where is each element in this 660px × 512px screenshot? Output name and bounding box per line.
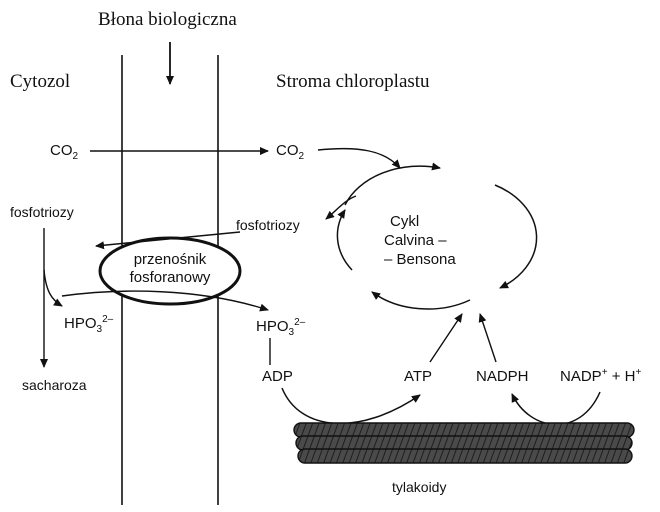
sucrose-label: sacharoza: [22, 377, 87, 393]
nadph-label: NADPH: [476, 368, 529, 385]
transporter-label-line1: przenośnik: [133, 251, 207, 268]
nadp-label: NADP+ + H+: [560, 367, 642, 385]
phosphate-import-arrow: [61, 290, 269, 312]
cycle-label-line1: Cykl: [390, 213, 420, 230]
fosfotriozy-export-arrow: [95, 231, 241, 250]
phosphate-release-arrow: [43, 269, 63, 307]
thylakoid-label: tylakoidy: [392, 479, 447, 495]
cycle-arc-top: [344, 162, 441, 206]
fosfotriozy-cytosol-label: fosfotriozy: [10, 204, 74, 220]
cycle-label-line2: Calvina –: [384, 232, 447, 249]
cycle-arc-right: [494, 184, 538, 289]
membrane-title: Błona biologiczna: [98, 9, 237, 30]
transporter-ellipse: [98, 236, 242, 306]
phosphate-cytosol-label: HPO32–: [64, 314, 114, 335]
cytosol-label: Cytozol: [10, 71, 71, 92]
nadph-to-cycle-arrow: [478, 313, 497, 363]
cycle-label-line3: – Bensona: [384, 251, 456, 268]
atp-label: ATP: [404, 368, 433, 385]
atp-to-cycle-arrow: [429, 313, 463, 363]
cycle-arc-left: [336, 209, 353, 271]
stroma-label: Stroma chloroplastu: [276, 71, 430, 92]
cycle-label: Cykl Calvina – – Bensona: [384, 212, 456, 269]
co2-right-label: CO2: [276, 142, 305, 162]
fosfotriozy-stroma-label: fosfotriozy: [236, 217, 300, 233]
nadp-to-nadph-arrow: [511, 391, 601, 426]
adp-to-atp-arrow: [281, 387, 421, 425]
thylakoid-disc: [293, 422, 635, 438]
thylakoid-disc: [297, 448, 633, 464]
adp-label: ADP: [262, 368, 293, 385]
cycle-to-fosfotriozy-arrow: [325, 195, 357, 220]
co2-to-cycle-arrow: [317, 147, 401, 169]
thylakoid-stack: [293, 422, 635, 464]
transporter-label-line2: fosforanowy: [129, 269, 211, 286]
cycle-arc-bottom: [371, 291, 471, 310]
transporter-label: przenośnik fosforanowy: [110, 252, 230, 285]
co2-left-label: CO2: [50, 142, 79, 162]
phosphate-stroma-label: HPO32–: [256, 317, 306, 338]
thylakoid-disc: [295, 435, 633, 451]
